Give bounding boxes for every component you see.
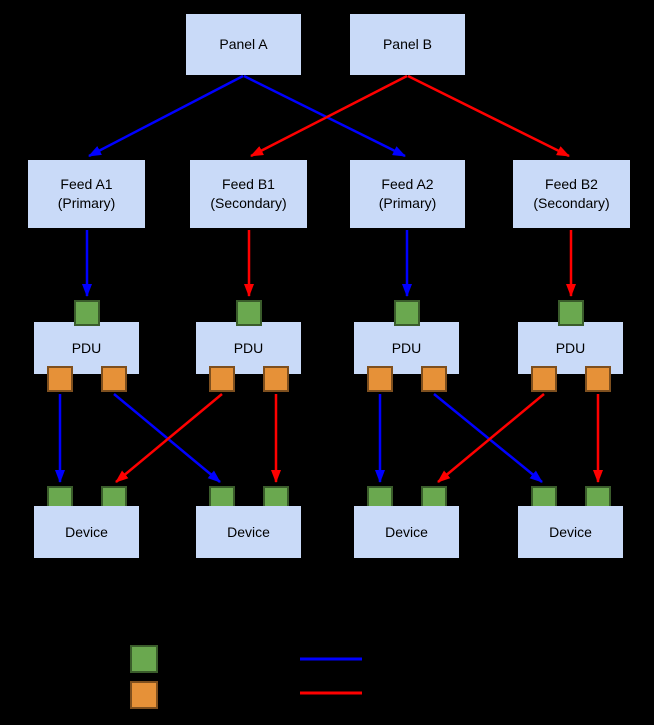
pdu-3-node: PDU	[354, 322, 459, 374]
device-2-node: Device	[196, 506, 301, 558]
pdu-3-output-left-square	[367, 366, 393, 392]
pdu-1-input-square	[74, 300, 100, 326]
feed-a2-label: Feed A2	[381, 176, 434, 193]
panel-a-node: Panel A	[186, 14, 301, 75]
feed-b2-label: Feed B2	[545, 176, 598, 193]
edge-pdu-1-to-device-2	[113, 393, 221, 483]
device-3-node: Device	[354, 506, 459, 558]
feed-a1-label: Feed A1	[60, 176, 113, 193]
pdu-3-output-right-square	[421, 366, 447, 392]
device-1-node: Device	[34, 506, 139, 558]
pdu-1-node: PDU	[34, 322, 139, 374]
device-3-label: Device	[385, 523, 428, 540]
panel-a-label: Panel A	[219, 36, 268, 53]
edge-pdu-2-to-device-1	[115, 393, 223, 483]
legend-green-swatch	[130, 645, 158, 673]
pdu-4-node: PDU	[518, 322, 623, 374]
feed-a2-node: Feed A2 (Primary)	[350, 160, 465, 228]
pdu-4-output-right-square	[585, 366, 611, 392]
pdu-2-output-left-square	[209, 366, 235, 392]
pdu-3-input-square	[394, 300, 420, 326]
edge-pdu-4-to-device-3	[437, 393, 545, 483]
device-4-node: Device	[518, 506, 623, 558]
pdu-4-label: PDU	[555, 339, 586, 356]
feed-a2-sublabel: (Primary)	[378, 195, 437, 211]
feed-a1-node: Feed A1 (Primary)	[28, 160, 145, 228]
pdu-4-output-left-square	[531, 366, 557, 392]
edge-panel-a-to-feed-a2	[243, 74, 406, 158]
device-2-label: Device	[227, 523, 270, 540]
feed-a1-sublabel: (Primary)	[57, 195, 116, 211]
edge-panel-b-to-feed-b2	[407, 74, 570, 158]
pdu-2-output-right-square	[263, 366, 289, 392]
edge-panel-a-to-feed-a1	[88, 74, 244, 158]
device-4-label: Device	[549, 523, 592, 540]
feed-b1-sublabel: (Secondary)	[210, 195, 287, 211]
panel-b-node: Panel B	[350, 14, 465, 75]
pdu-4-input-square	[558, 300, 584, 326]
feed-b2-sublabel: (Secondary)	[533, 195, 610, 211]
edge-panel-b-to-feed-b1	[250, 74, 408, 158]
pdu-2-label: PDU	[233, 339, 264, 356]
pdu-1-output-right-square	[101, 366, 127, 392]
pdu-2-node: PDU	[196, 322, 301, 374]
device-1-label: Device	[65, 523, 108, 540]
pdu-1-label: PDU	[71, 339, 102, 356]
pdu-1-output-left-square	[47, 366, 73, 392]
panel-b-label: Panel B	[382, 36, 433, 53]
legend-orange-swatch	[130, 681, 158, 709]
pdu-3-label: PDU	[391, 339, 422, 356]
pdu-2-input-square	[236, 300, 262, 326]
feed-b2-node: Feed B2 (Secondary)	[513, 160, 630, 228]
feed-b1-node: Feed B1 (Secondary)	[190, 160, 307, 228]
edge-pdu-3-to-device-4	[433, 393, 543, 483]
feed-b1-label: Feed B1	[222, 176, 275, 193]
